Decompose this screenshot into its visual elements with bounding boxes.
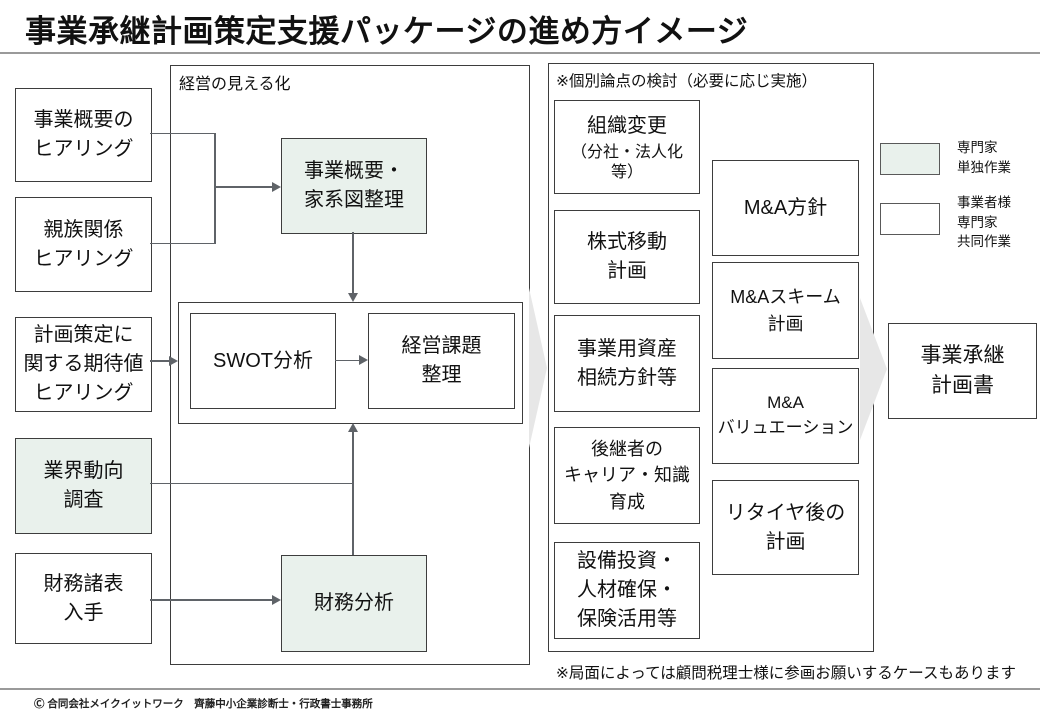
- connector-line: [352, 431, 354, 555]
- chevron-right-icon: [529, 288, 547, 448]
- connector-line: [150, 242, 215, 244]
- node-financial-statements: 財務諸表 入手: [15, 553, 152, 644]
- node-org-change-label: 組織変更: [587, 114, 667, 137]
- footer-copyright: Ⓒ 合同会社メイクイットワーク 齊藤中小企業診断士・行政書士事務所: [34, 698, 373, 710]
- node-family-relations-hearing: 親族関係 ヒアリング: [15, 197, 152, 292]
- bottom-note: ※局面によっては顧問税理士様に参画お願いするケースもあります: [555, 665, 1016, 682]
- topics-panel-label: ※個別論点の検討（必要に応じ実施）: [556, 73, 817, 90]
- connector-line: [335, 359, 361, 361]
- legend-joint-label: 事業者様 専門家 共同作業: [957, 195, 1011, 250]
- node-stock-transfer-plan: 株式移動 計画: [554, 210, 700, 304]
- legend-joint-swatch: [880, 203, 940, 235]
- node-org-change: 組織変更 （分社・法人化 等）: [554, 100, 700, 194]
- connector-line: [150, 482, 353, 484]
- node-business-overview-genealogy: 事業概要・ 家系図整理: [281, 138, 427, 234]
- legend-expert-swatch: [880, 143, 940, 175]
- arrowhead-down-icon: [348, 293, 358, 302]
- node-expectations-hearing: 計画策定に 関する期待値 ヒアリング: [15, 317, 152, 412]
- node-succession-plan-document: 事業承継 計画書: [888, 323, 1037, 419]
- node-management-issues: 経営課題 整理: [368, 313, 515, 409]
- arrowhead-right-icon: [272, 595, 281, 605]
- connector-line: [214, 186, 273, 188]
- title-divider: [0, 52, 1040, 54]
- node-ma-scheme-plan: M&Aスキーム 計画: [712, 262, 859, 359]
- node-ma-policy: M&A方針: [712, 160, 859, 256]
- node-org-change-sublabel: （分社・法人化 等）: [570, 143, 683, 181]
- arrowhead-right-icon: [272, 182, 281, 192]
- node-post-retirement-plan: リタイヤ後の 計画: [712, 480, 859, 575]
- node-successor-development: 後継者の キャリア・知識 育成: [554, 427, 700, 524]
- node-ma-valuation: M&A バリュエーション: [712, 368, 859, 464]
- connector-line: [150, 599, 273, 601]
- node-capex-hr-insurance: 設備投資・ 人材確保・ 保険活用等: [554, 542, 700, 639]
- visualization-panel-label: 経営の見える化: [179, 76, 291, 93]
- node-swot-analysis: SWOT分析: [190, 313, 336, 409]
- connector-line: [214, 132, 216, 244]
- node-business-assets-inheritance: 事業用資産 相続方針等: [554, 315, 700, 412]
- connector-line: [150, 132, 215, 134]
- arrowhead-right-icon: [169, 356, 178, 366]
- arrowhead-right-icon: [359, 355, 368, 365]
- legend-expert-label: 専門家 単独作業: [957, 140, 1011, 175]
- node-business-overview-hearing: 事業概要の ヒアリング: [15, 88, 152, 182]
- connector-line: [352, 232, 354, 294]
- footer-divider: [0, 688, 1040, 690]
- page-title: 事業承継計画策定支援パッケージの進め方イメージ: [25, 14, 749, 49]
- node-industry-trend-research: 業界動向 調査: [15, 438, 152, 534]
- arrowhead-up-icon: [348, 423, 358, 432]
- connector-line: [150, 360, 171, 362]
- node-financial-analysis: 財務分析: [281, 555, 427, 652]
